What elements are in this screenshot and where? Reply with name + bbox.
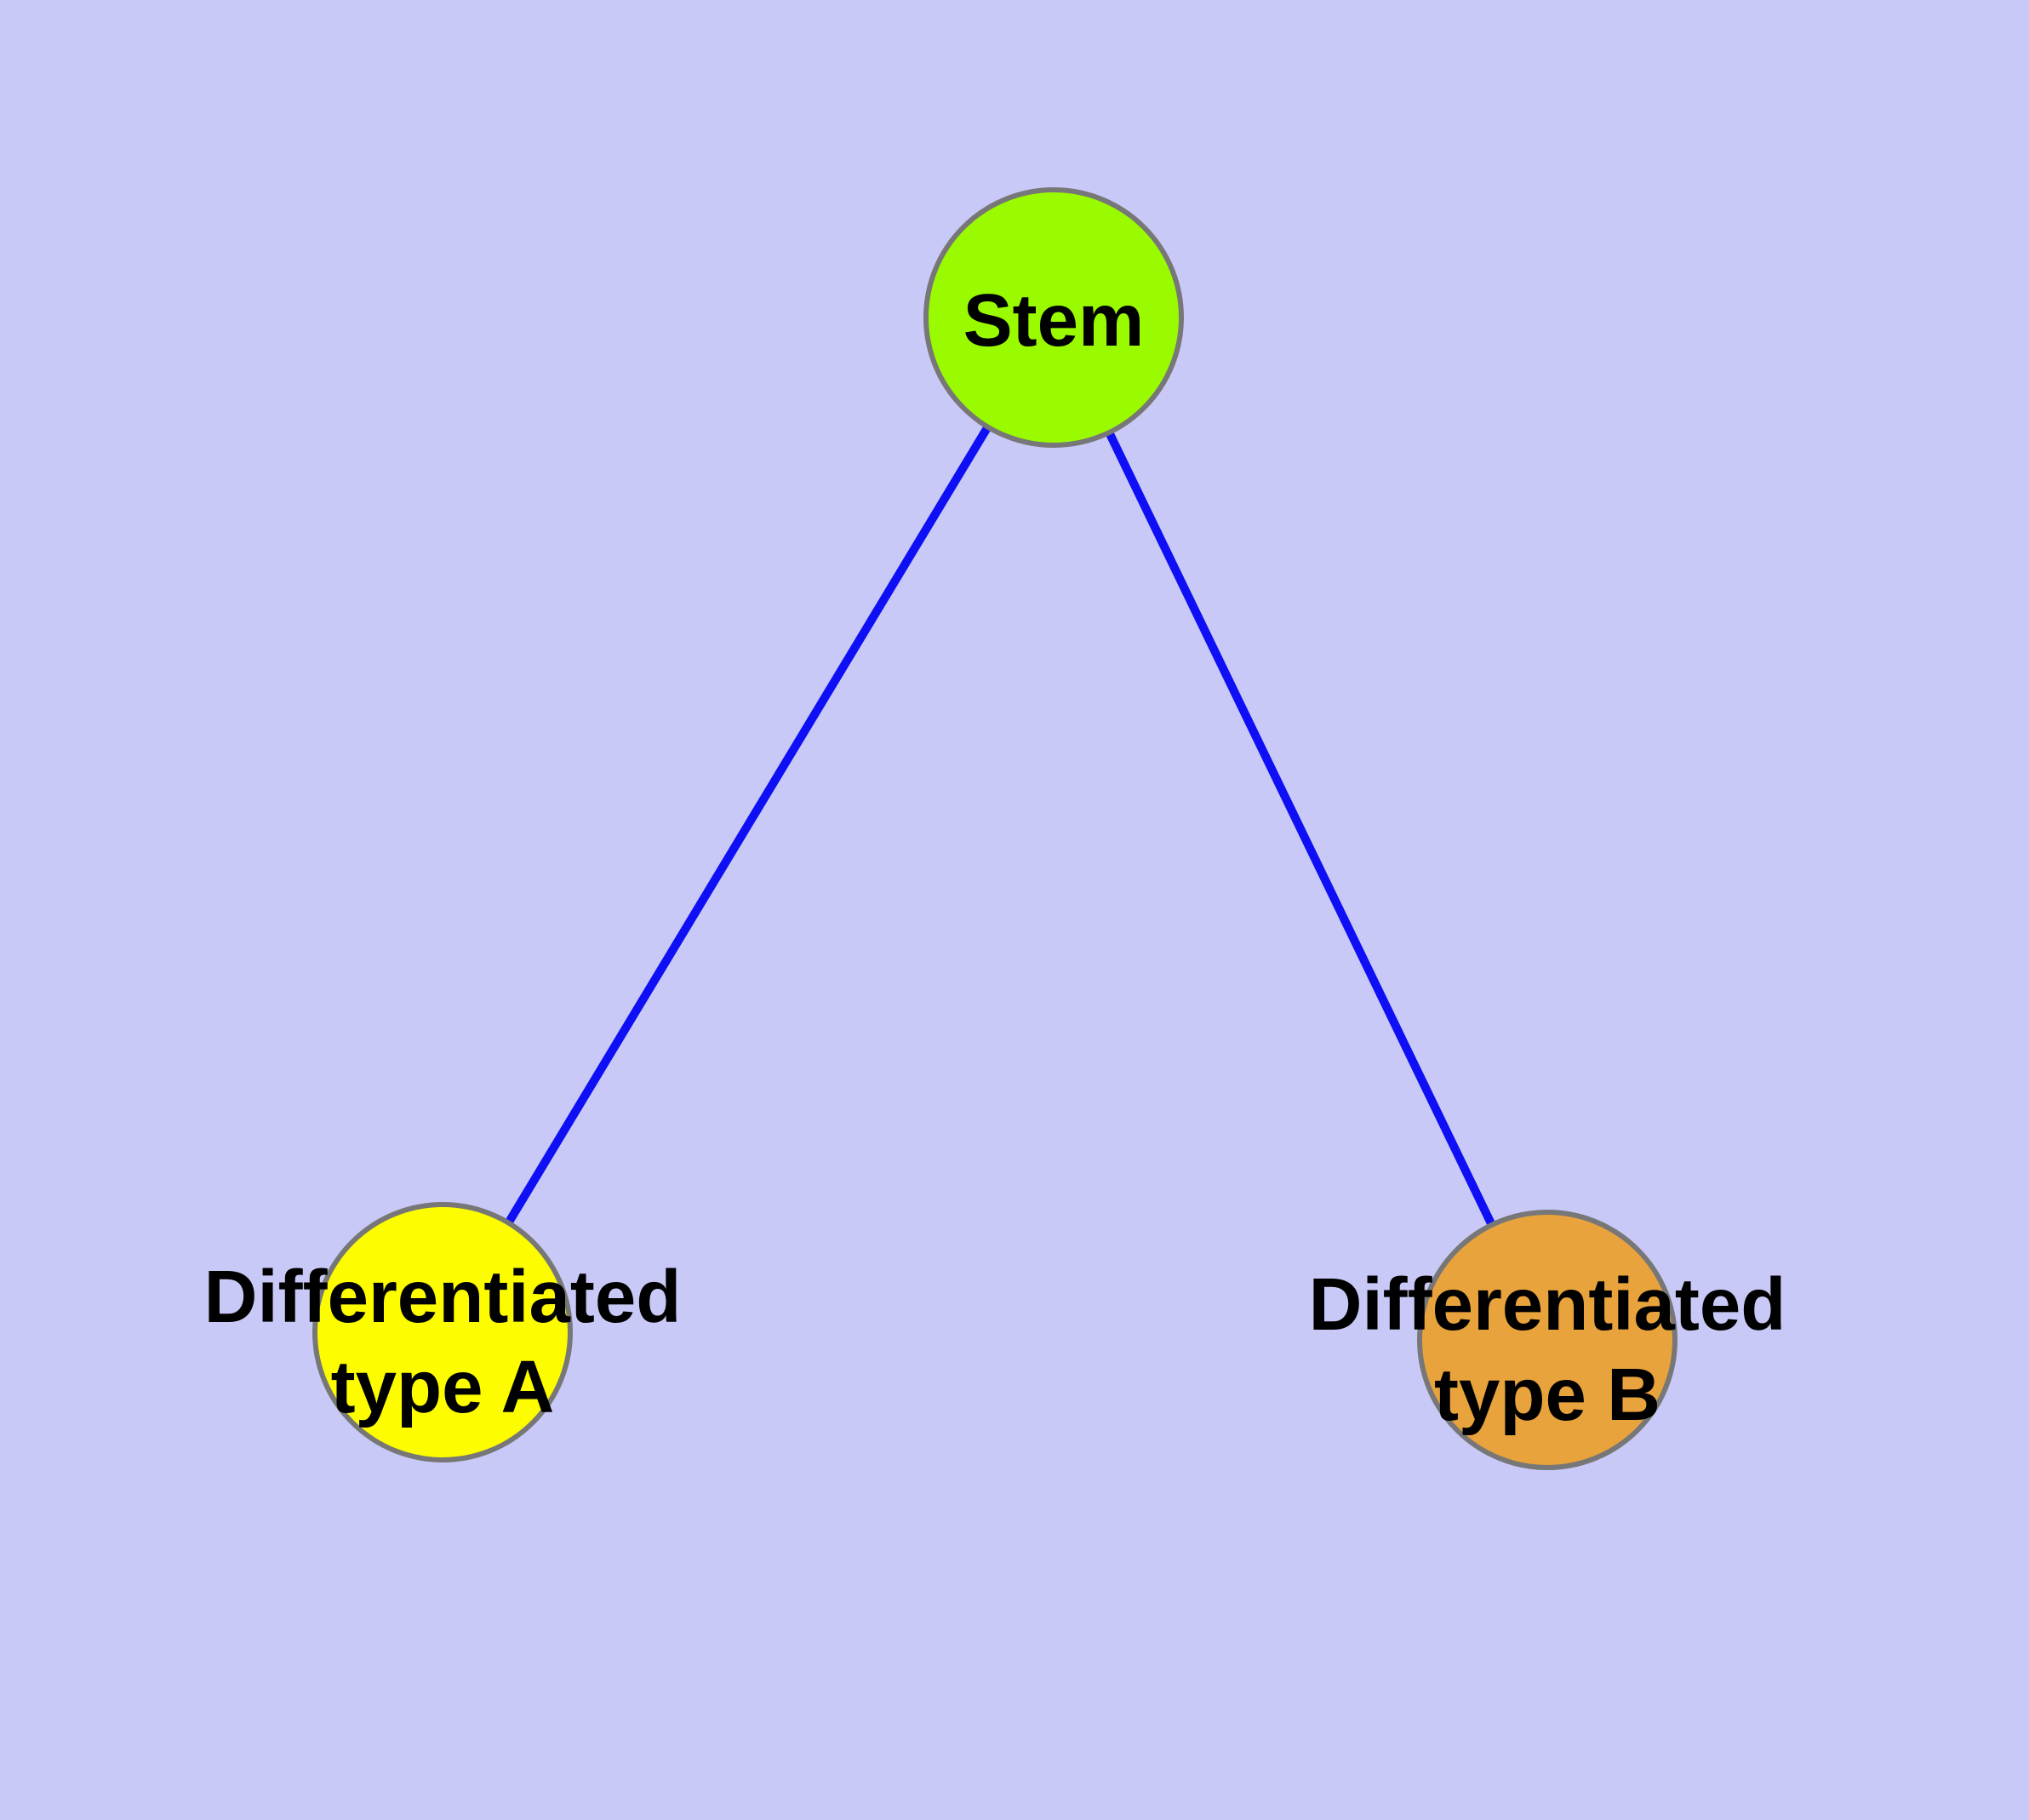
edge-stem-to-type-a — [438, 315, 1058, 1335]
edge-stem-to-type-b — [1049, 315, 1552, 1342]
node-differentiated-type-b-circle — [1417, 1210, 1677, 1470]
node-stem-circle — [923, 187, 1184, 448]
node-differentiated-type-a-circle — [312, 1202, 573, 1462]
